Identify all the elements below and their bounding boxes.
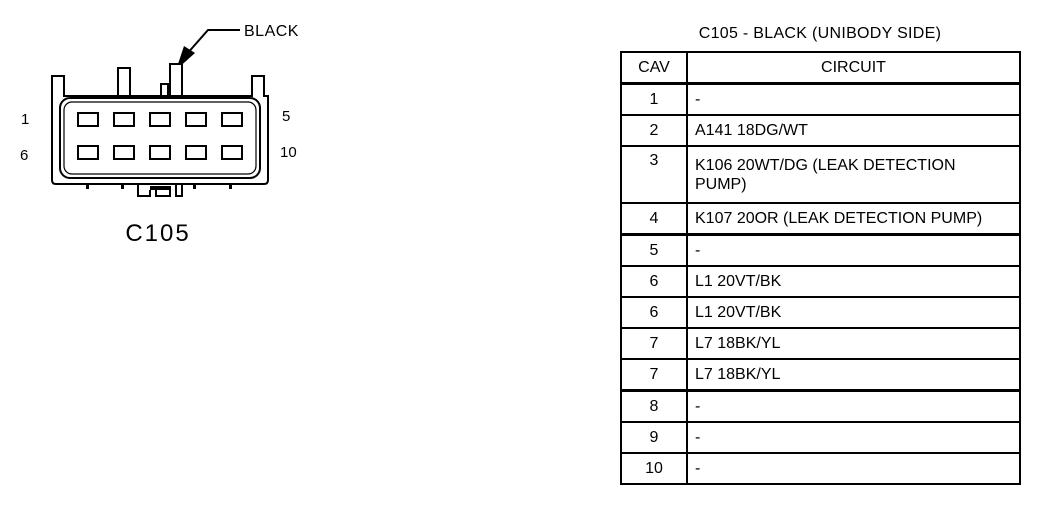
cav-cell: 7 xyxy=(620,327,688,360)
cav-cell: 4 xyxy=(620,202,688,236)
circuit-cell: - xyxy=(686,82,1021,116)
pin-label-top-right: 5 xyxy=(282,108,290,125)
circuit-cell: L1 20VT/BK xyxy=(686,265,1021,298)
table-row: 7 L7 18BK/YL xyxy=(620,327,1021,360)
connector-housing xyxy=(51,75,269,185)
cav-cell: 1 xyxy=(620,82,688,116)
circuit-cell: L1 20VT/BK xyxy=(686,296,1021,329)
latch-nub xyxy=(160,83,169,97)
table-row: 4 K107 20OR (LEAK DETECTION PUMP) xyxy=(620,202,1021,236)
pinout-table: CAV CIRCUIT 1 - 2 A141 18DG/WT 3 K106 20… xyxy=(620,51,1021,485)
cavity-1 xyxy=(77,112,99,127)
cavity-8 xyxy=(149,145,171,160)
color-callout: BLACK xyxy=(176,23,299,70)
housing-inner xyxy=(59,97,261,179)
table-header-row: CAV CIRCUIT xyxy=(620,51,1021,85)
header-circuit: CIRCUIT xyxy=(686,51,1021,85)
pin-label-bottom-right: 10 xyxy=(280,144,297,161)
cav-cell: 2 xyxy=(620,114,688,147)
cavity-3 xyxy=(149,112,171,127)
table-row: 7 L7 18BK/YL xyxy=(620,358,1021,392)
connector-bottom-features xyxy=(86,184,232,197)
connector-diagram: BLACK 1 5 6 10 C105 xyxy=(20,23,299,247)
locking-tab-bar xyxy=(150,186,170,190)
circuit-cell: - xyxy=(686,452,1021,485)
foot-1 xyxy=(86,184,89,189)
table-row: 3 K106 20WT/DG (LEAK DETECTION PUMP) xyxy=(620,145,1021,204)
cav-cell: 5 xyxy=(620,233,688,267)
foot-4 xyxy=(229,184,232,189)
cav-cell: 6 xyxy=(620,296,688,329)
cav-cell: 7 xyxy=(620,358,688,392)
cav-cell: 8 xyxy=(620,389,688,423)
circuit-cell: A141 18DG/WT xyxy=(686,114,1021,147)
cav-cell: 10 xyxy=(620,452,688,485)
latch-left xyxy=(117,67,131,97)
cavity-row-bottom xyxy=(77,145,243,160)
cavity-5 xyxy=(221,112,243,127)
pin-label-bottom-left: 6 xyxy=(20,147,28,164)
cavity-10 xyxy=(221,145,243,160)
circuit-cell: K106 20WT/DG (LEAK DETECTION PUMP) xyxy=(686,145,1021,204)
connector-latches xyxy=(117,63,183,97)
color-callout-label: BLACK xyxy=(244,23,299,40)
locking-tab xyxy=(137,184,183,197)
header-cav: CAV xyxy=(620,51,688,85)
foot-3 xyxy=(193,184,196,189)
circuit-cell: L7 18BK/YL xyxy=(686,327,1021,360)
cavity-4 xyxy=(185,112,207,127)
table-row: 9 - xyxy=(620,421,1021,454)
table-title: C105 - BLACK (UNIBODY SIDE) xyxy=(698,25,942,42)
circuit-cell: - xyxy=(686,233,1021,267)
table-row: 8 - xyxy=(620,389,1021,423)
table-row: 6 L1 20VT/BK xyxy=(620,296,1021,329)
table-row: 6 L1 20VT/BK xyxy=(620,265,1021,298)
table-row: 1 - xyxy=(620,82,1021,116)
table-row: 2 A141 18DG/WT xyxy=(620,114,1021,147)
connector-name: C105 xyxy=(125,220,190,247)
circuit-cell: K107 20OR (LEAK DETECTION PUMP) xyxy=(686,202,1021,236)
cavity-row-top xyxy=(77,112,243,127)
pin-label-top-left: 1 xyxy=(21,111,29,128)
cavity-9 xyxy=(185,145,207,160)
table-row: 5 - xyxy=(620,233,1021,267)
cavity-7 xyxy=(113,145,135,160)
table-row: 10 - xyxy=(620,452,1021,485)
foot-2 xyxy=(121,184,124,189)
cavity-6 xyxy=(77,145,99,160)
cav-cell: 9 xyxy=(620,421,688,454)
latch-right xyxy=(169,63,183,97)
callout-leader-line xyxy=(185,29,240,56)
housing-inner-lip xyxy=(63,101,257,175)
housing-outer xyxy=(51,75,269,185)
circuit-cell: - xyxy=(686,389,1021,423)
cavity-2 xyxy=(113,112,135,127)
circuit-cell: L7 18BK/YL xyxy=(686,358,1021,392)
cav-cell: 3 xyxy=(620,145,688,204)
cav-cell: 6 xyxy=(620,265,688,298)
circuit-cell: - xyxy=(686,421,1021,454)
